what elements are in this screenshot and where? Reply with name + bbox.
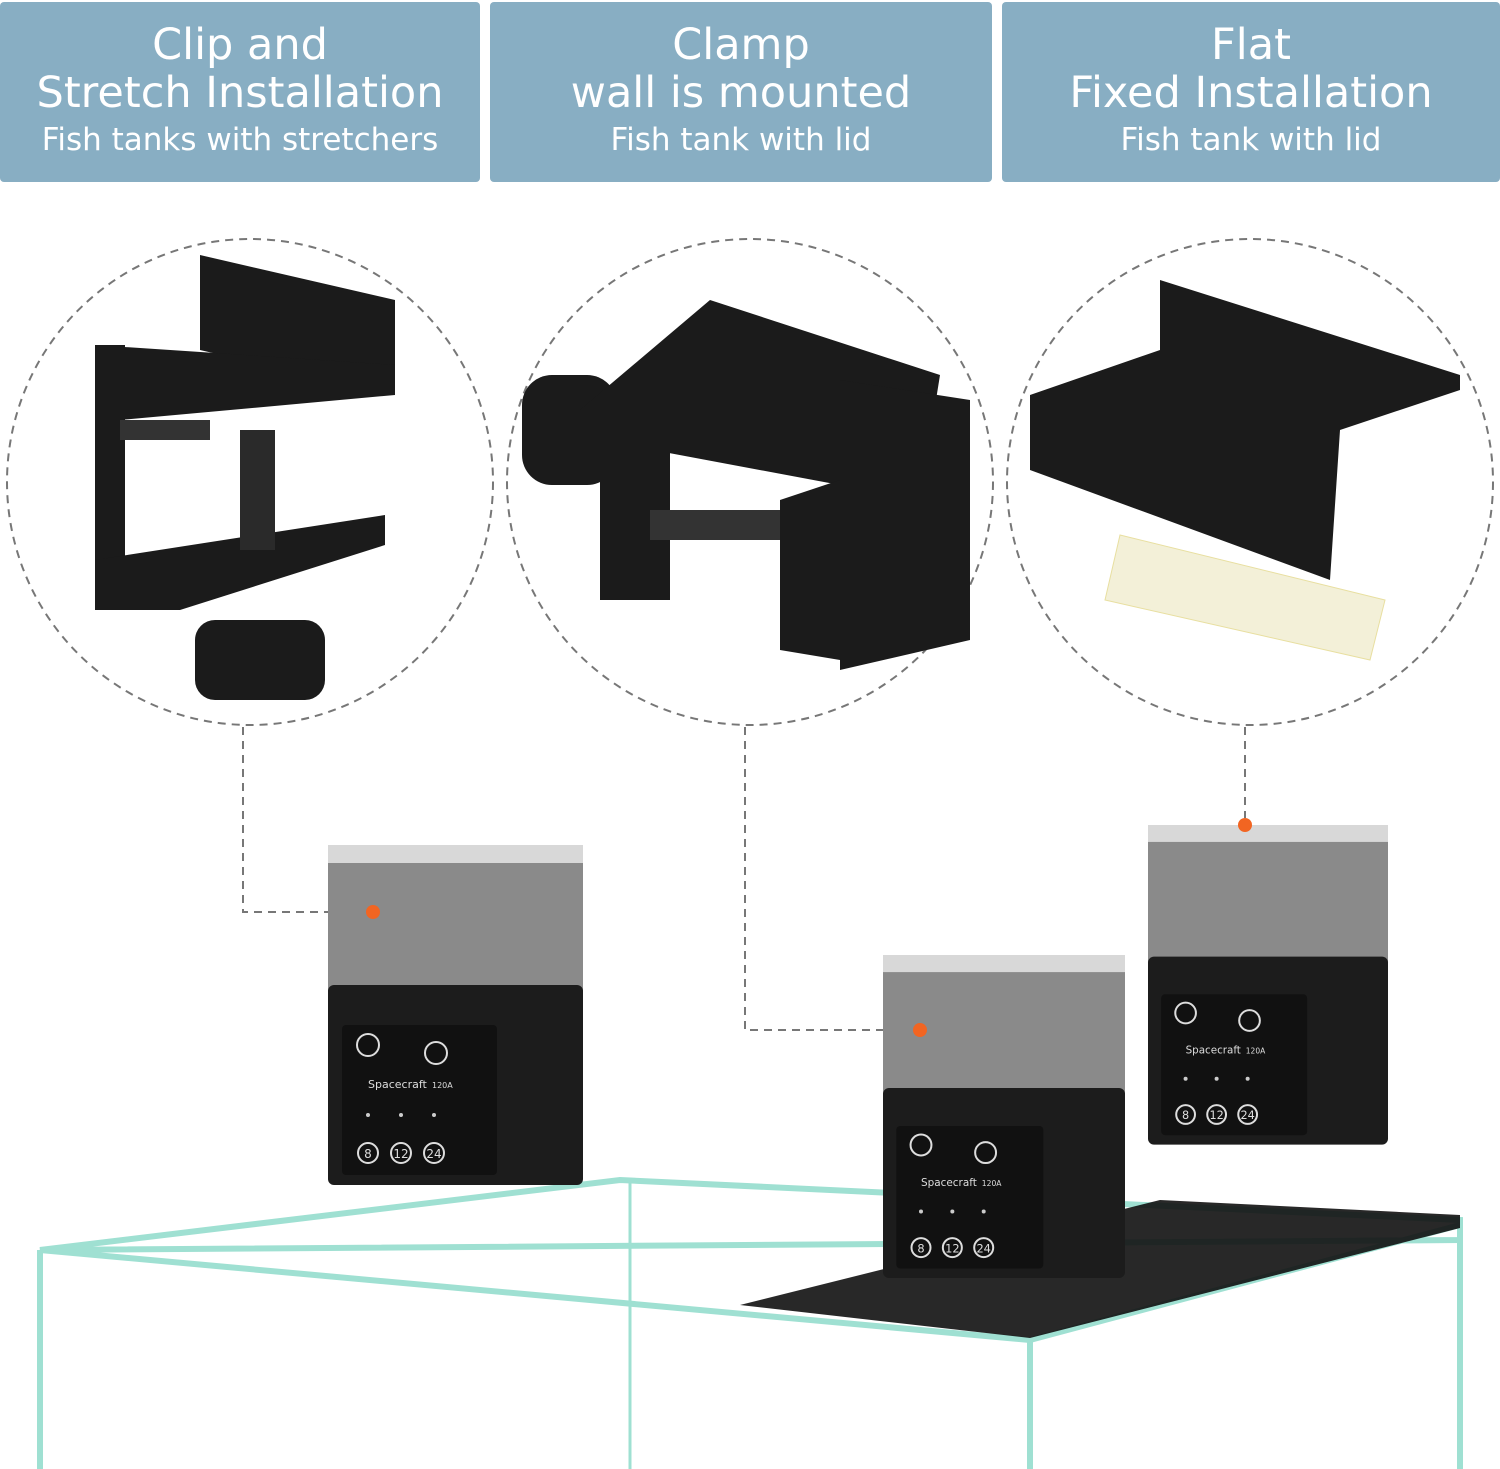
- indicator-led: [981, 1209, 986, 1214]
- interval-button: [423, 1142, 445, 1164]
- interval-button: [357, 1142, 379, 1164]
- clamp-bracket-image: [522, 300, 970, 670]
- interval-button: [941, 1237, 963, 1259]
- panel-subtitle: Fish tanks with stretchers: [41, 122, 439, 158]
- fish-icon: [424, 1041, 448, 1065]
- flat-bracket-image: [1030, 280, 1460, 661]
- panel-title-line1: Flat: [1211, 20, 1291, 70]
- panel-clip-installation: Clip and Stretch Installation Fish tanks…: [0, 2, 480, 182]
- fish-icon: [1238, 1009, 1261, 1032]
- panel-title-line2: wall is mounted: [570, 68, 912, 118]
- panel-flat-installation: Flat Fixed Installation Fish tank with l…: [1002, 2, 1500, 182]
- indicator-led: [432, 1113, 436, 1117]
- interval-button-label: 24: [426, 1147, 441, 1161]
- interval-button: [1237, 1104, 1259, 1125]
- detail-circle-flat: [1006, 238, 1494, 726]
- connector-line: [242, 727, 365, 913]
- indicator-led: [1183, 1076, 1188, 1081]
- brand-label: Spacecraft: [368, 1078, 428, 1091]
- mount-point-marker: [913, 1023, 927, 1037]
- interval-button-label: 12: [393, 1147, 408, 1161]
- indicator-led: [399, 1113, 403, 1117]
- indicator-led: [1245, 1076, 1250, 1081]
- indicator-led: [366, 1113, 370, 1117]
- auto-feeder: Spacecraft 120A 8 12 24: [1148, 825, 1388, 1145]
- interval-button-label: 8: [917, 1241, 924, 1255]
- adhesive-tape: [1104, 534, 1386, 661]
- panel-title-line1: Clamp: [672, 20, 810, 70]
- panel-title-line1: Clip and: [152, 20, 328, 70]
- manual-feed-icon: [1174, 1001, 1197, 1025]
- auto-feeder: Spacecraft 120A 8 12 24: [328, 845, 583, 1185]
- interval-button: [910, 1237, 932, 1259]
- interval-button-label: 24: [976, 1241, 991, 1255]
- clip-bracket-image: [95, 255, 395, 700]
- interval-button: [973, 1237, 995, 1259]
- model-label: 120A: [1246, 1046, 1266, 1055]
- interval-button-label: 12: [945, 1241, 960, 1255]
- panel-subtitle: Fish tank with lid: [610, 122, 872, 158]
- food-hopper: [1148, 825, 1388, 981]
- interval-button-label: 12: [1209, 1109, 1223, 1122]
- manual-feed-icon: [909, 1133, 933, 1157]
- brand-label: Spacecraft: [1186, 1044, 1241, 1056]
- indicator-led: [950, 1209, 955, 1214]
- interval-button: [1206, 1104, 1228, 1125]
- brand-label: Spacecraft: [921, 1177, 977, 1189]
- interval-button: [1175, 1104, 1196, 1125]
- panel-clamp-installation: Clamp wall is mounted Fish tank with lid: [490, 2, 992, 182]
- detail-circle-clip: [6, 238, 494, 726]
- food-hopper: [328, 845, 583, 1010]
- model-label: 120A: [432, 1081, 453, 1090]
- panel-title-line2: Fixed Installation: [1069, 68, 1433, 118]
- fish-icon: [974, 1141, 998, 1165]
- interval-button: [390, 1142, 412, 1164]
- mount-point-marker: [366, 905, 380, 919]
- panel-subtitle: Fish tank with lid: [1120, 122, 1382, 158]
- panel-title-line2: Stretch Installation: [36, 68, 444, 118]
- model-label: 120A: [982, 1179, 1002, 1188]
- indicator-led: [1214, 1076, 1219, 1081]
- mount-point-marker: [1238, 818, 1252, 832]
- detail-circle-clamp: [506, 238, 994, 726]
- hopper-lid: [328, 845, 583, 863]
- interval-button-label: 24: [1240, 1109, 1254, 1122]
- interval-button-label: 8: [364, 1147, 372, 1161]
- manual-feed-icon: [356, 1033, 380, 1057]
- indicator-led: [919, 1209, 923, 1214]
- auto-feeder: Spacecraft 120A 8 12 24: [883, 955, 1125, 1278]
- connector-line: [744, 727, 912, 1031]
- hopper-lid: [1148, 825, 1388, 842]
- hopper-lid: [883, 955, 1125, 973]
- interval-button-label: 8: [1182, 1109, 1189, 1122]
